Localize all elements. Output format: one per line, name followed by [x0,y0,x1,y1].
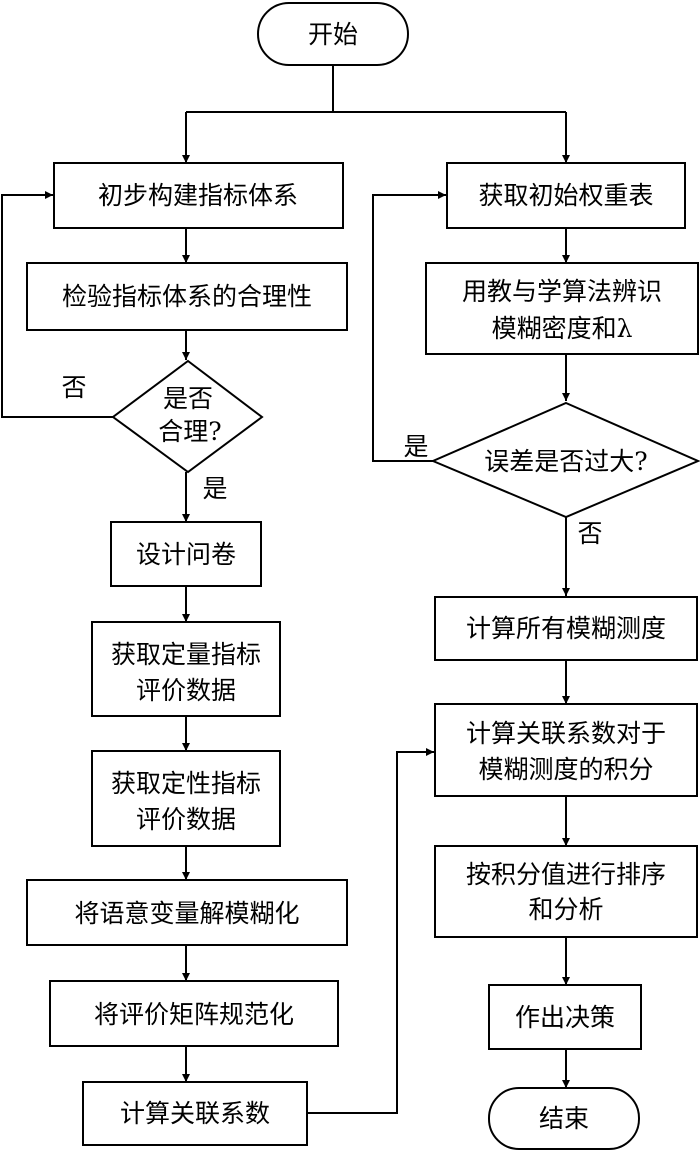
right-no-label: 否 [577,519,602,548]
right-step2-line2: 模糊密度和λ [492,314,633,343]
start-terminal: 开始 [257,2,409,66]
left-step4-box: 获取定量指标 评价数据 [91,621,281,717]
left-step6-label: 将语意变量解模糊化 [74,899,299,928]
left-step1-label: 初步构建指标体系 [98,181,298,210]
loop-right-yes [372,191,446,462]
right-step6-label: 作出决策 [515,1003,615,1032]
left-decision: 是否 合理? [111,359,264,474]
right-step1-box: 获取初始权重表 [446,162,686,229]
left-step7-box: 将评价矩阵规范化 [49,980,339,1047]
right-step4-line2: 模糊测度的积分 [478,755,653,784]
end-terminal: 结束 [488,1087,640,1150]
left-step2-box: 检验指标体系的合理性 [26,262,348,331]
right-step1-label: 获取初始权重表 [478,181,653,210]
right-decision-label: 误差是否过大? [484,447,647,476]
start-label: 开始 [308,20,358,49]
right-step4-box: 计算关联系数对于 模糊测度的积分 [434,703,698,797]
right-step3-box: 计算所有模糊测度 [434,596,698,661]
right-step5-line1: 按积分值进行排序 [466,860,666,889]
left-step8-label: 计算关联系数 [120,1099,270,1128]
right-step3-label: 计算所有模糊测度 [466,614,666,643]
left-step2-label: 检验指标体系的合理性 [62,282,312,311]
arrow-left8-to-right4 [307,748,434,1114]
left-decision-line1: 是否 [163,384,213,413]
left-step6-box: 将语意变量解模糊化 [26,879,348,946]
right-step5-box: 按积分值进行排序 和分析 [434,845,698,938]
right-step2-line1: 用教与学算法辨识 [462,277,662,306]
right-step2-box: 用教与学算法辨识 模糊密度和λ [425,262,699,355]
left-step1-box: 初步构建指标体系 [53,162,344,229]
loop-left-no [1,191,113,418]
left-step4-line2: 评价数据 [136,676,236,705]
left-step3-label: 设计问卷 [136,540,236,569]
left-step7-label: 将评价矩阵规范化 [94,1000,294,1029]
right-step5-line2: 和分析 [528,895,603,924]
right-decision: 误差是否过大? [430,401,700,519]
right-yes-label: 是 [403,432,428,461]
left-step3-box: 设计问卷 [110,521,262,587]
left-step5-line1: 获取定性指标 [111,769,261,798]
right-step6-box: 作出决策 [488,984,642,1050]
connectors [1,65,570,1114]
left-decision-line2: 合理? [158,417,221,446]
left-no-label: 否 [61,373,86,402]
end-label: 结束 [539,1104,589,1133]
left-step8-box: 计算关联系数 [82,1081,308,1146]
left-step5-box: 获取定性指标 评价数据 [91,750,281,847]
left-step4-line1: 获取定量指标 [111,640,261,669]
left-step5-line2: 评价数据 [136,805,236,834]
left-yes-label: 是 [202,474,227,503]
right-step4-line1: 计算关联系数对于 [466,719,666,748]
